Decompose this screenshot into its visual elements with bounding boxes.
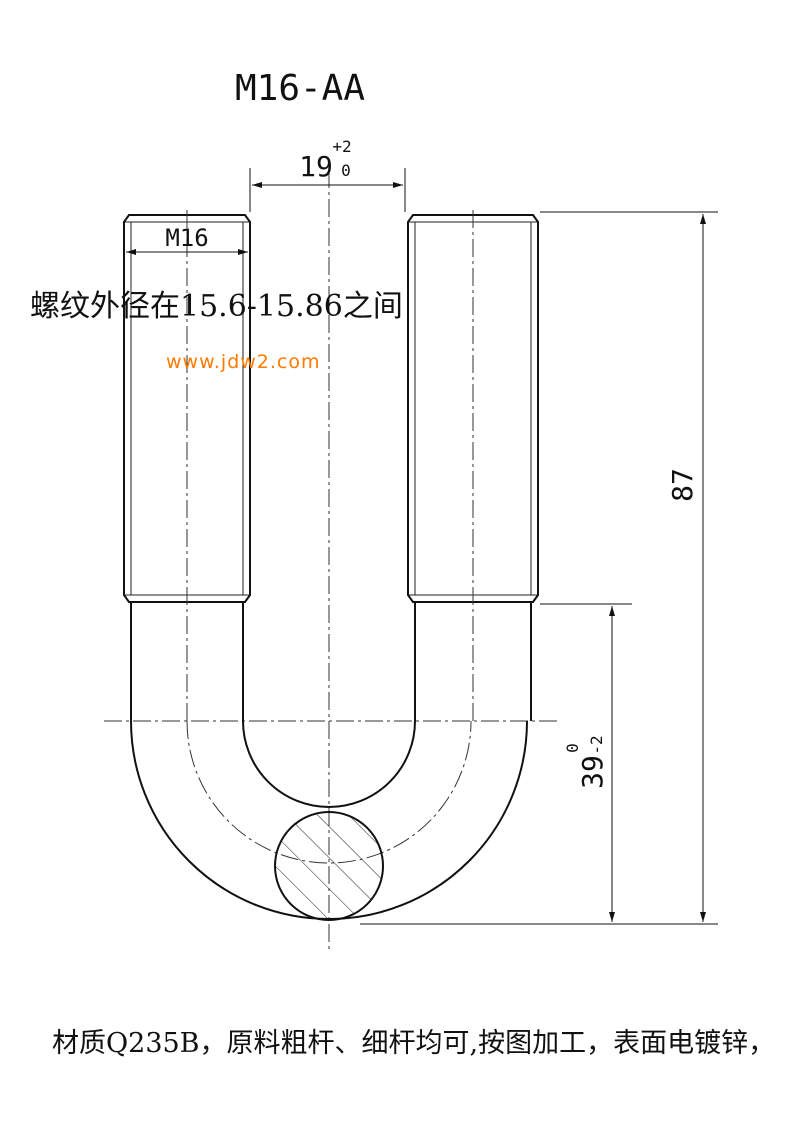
thread-diameter-note: 螺纹外径在15.6-15.86之间 [30, 289, 403, 324]
left-leg [123, 210, 251, 721]
dimension-height: 87 [360, 211, 718, 925]
drawing-title: M16-AA [235, 68, 365, 109]
gap-tolerance-lower: 0 [341, 161, 351, 180]
bend-tolerance-lower: -2 [587, 735, 606, 754]
watermark: www.jdw2.com [166, 351, 321, 373]
right-leg [407, 210, 539, 721]
bend-dimension-value: 39 [576, 755, 609, 789]
dimension-gap: 19 +2 0 [249, 137, 406, 212]
gap-dimension-value: 19 [299, 150, 333, 183]
bend-tolerance-upper: 0 [563, 743, 582, 753]
material-note: 材质Q235B，原料粗杆、细杆均可,按图加工，表面电镀锌， [52, 1028, 775, 1059]
dimension-thread: M16 [126, 224, 248, 255]
thread-size-label: M16 [165, 224, 208, 252]
dimension-bend: 39 0 -2 [540, 603, 632, 922]
gap-tolerance-upper: +2 [332, 137, 351, 156]
cross-section [274, 811, 384, 921]
height-dimension-value: 87 [666, 468, 699, 502]
